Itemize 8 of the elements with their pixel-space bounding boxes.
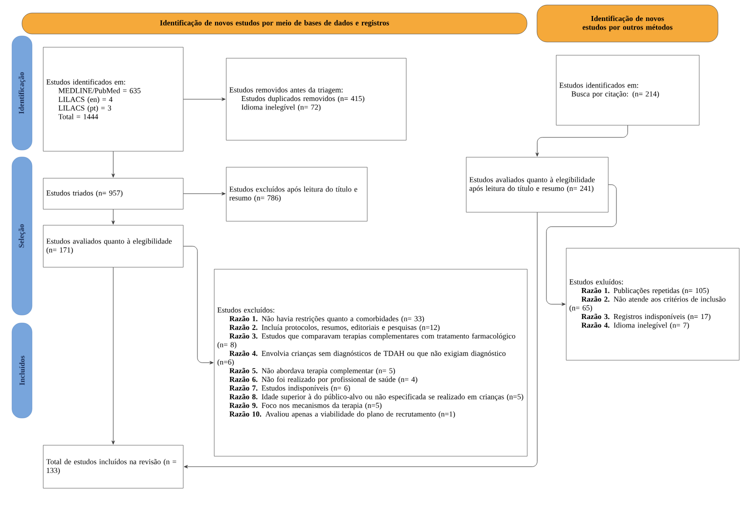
arrow [112, 267, 115, 445]
arrow [183, 98, 226, 101]
arrow [184, 212, 538, 468]
arrow [183, 246, 214, 364]
arrow [112, 151, 115, 178]
arrow [112, 209, 115, 225]
arrow [183, 192, 226, 196]
arrow [536, 125, 628, 157]
